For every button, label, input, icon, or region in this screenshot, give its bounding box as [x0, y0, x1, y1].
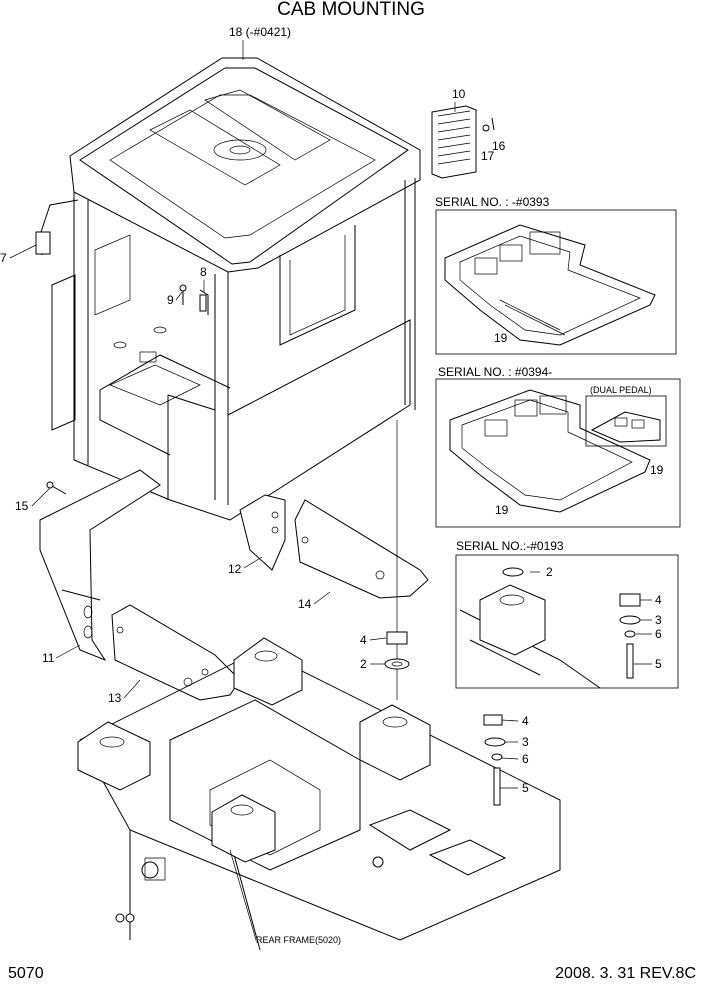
callout-18: 18 (-#0421) [229, 25, 291, 39]
callout-17: 17 [481, 149, 495, 163]
callout-3-side: 3 [522, 735, 529, 749]
inset-serial-0394: SERIAL NO. : #0394- (DUAL PEDAL) 19 19 [435, 365, 681, 528]
revision-date: 2008. 3. 31 REV.8C [555, 965, 696, 982]
callout-12: 12 [228, 562, 242, 576]
callout-7: 7 [0, 251, 7, 265]
page-number: 5070 [8, 965, 44, 982]
side-mount-stack [483, 714, 506, 806]
inset-c-callout-3: 3 [655, 613, 662, 627]
callout-6-side: 6 [522, 752, 529, 766]
inset-b-heading: SERIAL NO. : #0394- [438, 365, 552, 379]
inset-c-callout-2: 2 [546, 565, 553, 579]
page-title: CAB MOUNTING [277, 0, 425, 20]
callout-11: 11 [42, 651, 55, 665]
callout-10: 10 [452, 87, 466, 101]
cab-assembly [35, 57, 421, 521]
callouts: 18 (-#0421) 10 16 17 7 8 9 15 11 12 13 1… [0, 25, 529, 945]
callout-8: 8 [200, 265, 207, 279]
rear-frame [77, 637, 561, 951]
inset-c-callout-4: 4 [655, 593, 662, 607]
inset-a-callout-19: 19 [494, 331, 508, 345]
callout-4-side: 4 [522, 714, 529, 728]
inset-a-heading: SERIAL NO. : -#0393 [435, 195, 550, 209]
callout-13: 13 [108, 691, 122, 705]
inset-serial-0193: SERIAL NO.:-#0193 2 4 3 6 5 [455, 539, 679, 689]
inset-serial-0393: SERIAL NO. : -#0393 19 [435, 195, 677, 355]
callout-5-side: 5 [522, 781, 529, 795]
callout-4-center: 4 [360, 633, 367, 647]
inset-b-callout-19-bottom: 19 [495, 503, 509, 517]
inset-b-callout-19-right: 19 [650, 463, 664, 477]
inset-c-callout-6: 6 [655, 627, 662, 641]
inset-b-subheading: (DUAL PEDAL) [590, 385, 652, 395]
rear-frame-label: REAR FRAME(5020) [256, 935, 341, 945]
callout-15: 15 [15, 499, 29, 513]
inset-c-callout-5: 5 [655, 657, 662, 671]
callout-2-center: 2 [360, 657, 367, 671]
callout-16: 16 [492, 139, 506, 153]
filter-parts [431, 105, 495, 179]
callout-9: 9 [167, 293, 174, 307]
callout-14: 14 [298, 597, 312, 611]
center-mount-stack [384, 420, 410, 700]
inset-c-heading: SERIAL NO.:-#0193 [456, 539, 564, 553]
